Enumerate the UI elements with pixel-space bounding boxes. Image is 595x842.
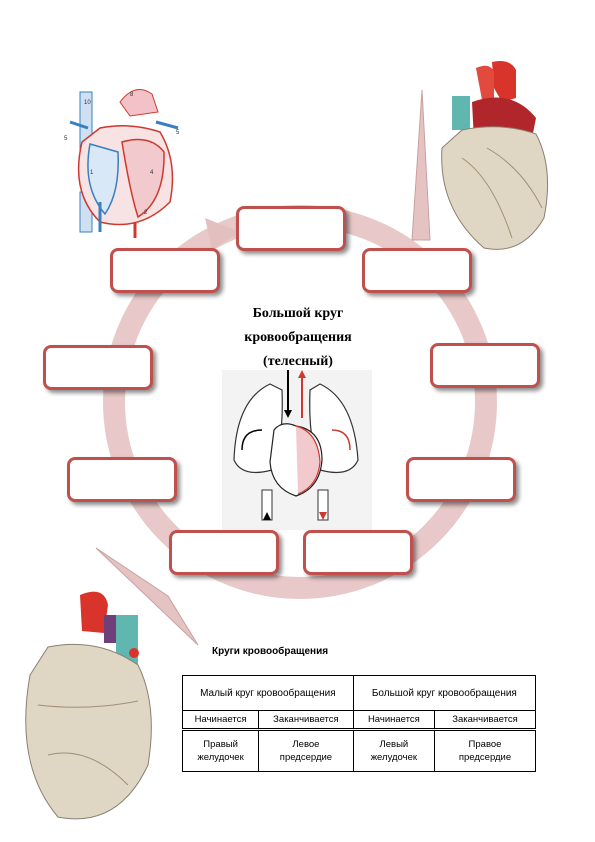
center-title: Большой круг кровообращения (телесный) xyxy=(218,302,378,374)
svg-text:4: 4 xyxy=(150,170,154,176)
cell-line: Левое xyxy=(292,739,320,750)
table-subheader: Начинается xyxy=(352,710,436,730)
answer-box-9[interactable] xyxy=(110,248,220,293)
table-header-small-circle: Малый круг кровообращения xyxy=(182,675,354,711)
table-subheader: Заканчивается xyxy=(434,710,536,730)
pointer-arrow-top xyxy=(411,89,431,241)
answer-box-6[interactable] xyxy=(169,530,279,575)
cell-line: желудочек xyxy=(197,752,244,763)
answer-box-2[interactable] xyxy=(362,248,472,293)
heart-section-diagram: 10 8 5 5 1 4 2 xyxy=(64,89,180,238)
table-cell: Правый желудочек xyxy=(181,728,260,772)
answer-box-1[interactable] xyxy=(236,206,346,251)
cell-line: предсердие xyxy=(458,752,512,763)
center-title-line3: (телесный) xyxy=(263,354,333,369)
table-header-large-circle: Большой круг кровообращения xyxy=(352,675,537,711)
cell-line: предсердие xyxy=(279,752,333,763)
svg-text:5: 5 xyxy=(64,136,68,142)
svg-text:1: 1 xyxy=(90,170,94,176)
table-caption: Круги кровообращения xyxy=(212,646,329,657)
table-subheader: Начинается xyxy=(181,710,260,730)
svg-text:10: 10 xyxy=(84,100,91,106)
pointer-arrow-bottom xyxy=(95,547,199,646)
circulation-scheme xyxy=(222,370,372,530)
center-title-line1: Большой круг xyxy=(252,306,344,321)
answer-box-7[interactable] xyxy=(67,457,177,502)
table-cell: Правое предсердие xyxy=(434,728,536,772)
cell-line: Левый xyxy=(379,739,409,750)
heart-anterior-view xyxy=(441,61,549,250)
cycle-arrow-head xyxy=(205,218,240,250)
table-cell: Левый желудочек xyxy=(352,728,436,772)
answer-box-5[interactable] xyxy=(303,530,413,575)
svg-text:5: 5 xyxy=(176,130,180,136)
answer-box-8[interactable] xyxy=(43,345,153,390)
center-title-line2: кровообращения xyxy=(244,330,352,345)
table-subheader: Заканчивается xyxy=(258,710,354,730)
cell-line: желудочек xyxy=(370,752,418,763)
table-row: Малый круг кровообращения Большой круг к… xyxy=(182,675,537,711)
table-cell: Левое предсердие xyxy=(258,728,354,772)
table-row: Правый желудочек Левое предсердие Левый … xyxy=(181,728,536,772)
cell-line: Правый xyxy=(203,739,238,750)
heart-posterior-view xyxy=(25,591,152,820)
table-row: Начинается Заканчивается Начинается Зака… xyxy=(181,710,536,730)
svg-text:8: 8 xyxy=(130,92,134,98)
answer-box-4[interactable] xyxy=(406,457,516,502)
svg-text:2: 2 xyxy=(144,210,148,216)
answer-box-3[interactable] xyxy=(430,343,540,388)
cell-line: Правое xyxy=(468,739,502,750)
circulation-table: Малый круг кровообращения Большой круг к… xyxy=(181,675,537,772)
